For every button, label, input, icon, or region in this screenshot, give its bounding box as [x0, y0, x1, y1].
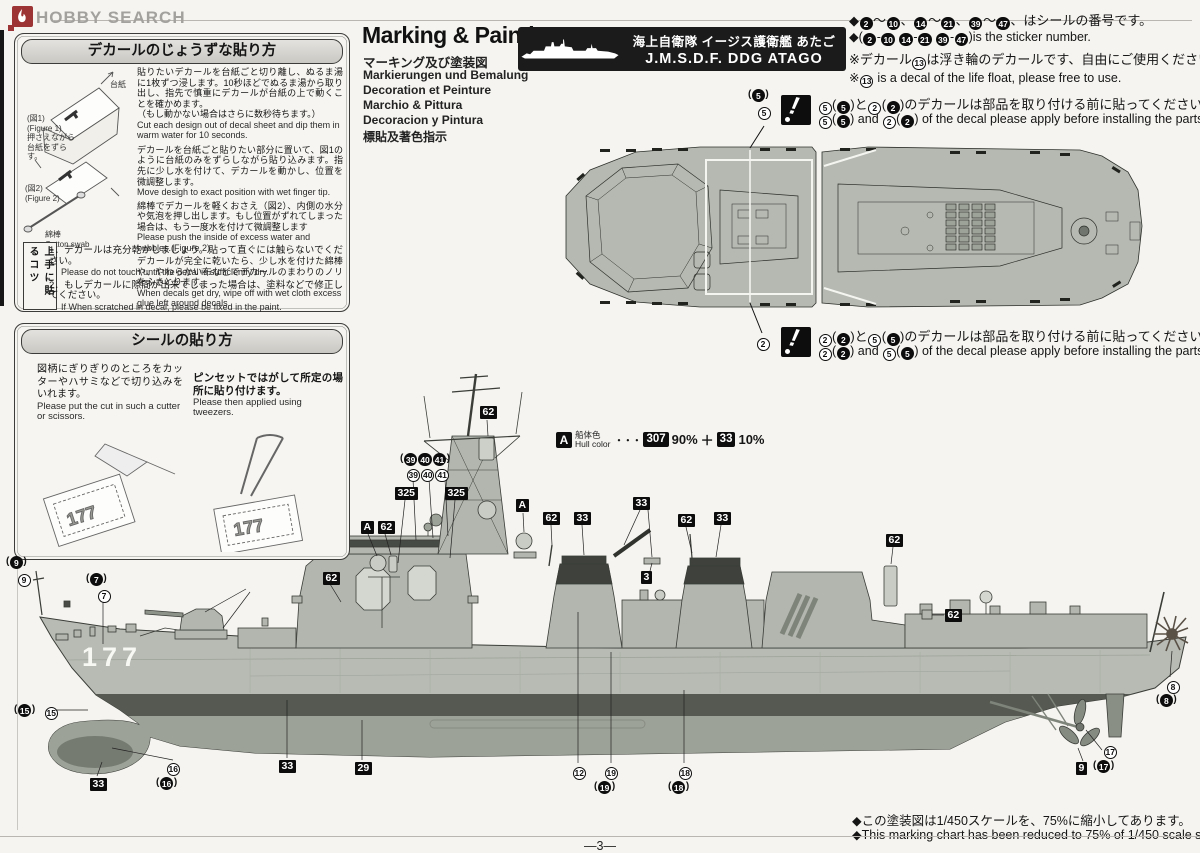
superstructure [32, 373, 1189, 747]
lifefloat-note-en: ※13 is a decal of the life float, please… [849, 71, 1122, 88]
subtitle-jp: マーキング及び塗装図 [363, 56, 488, 70]
kit-name-banner: 海上自衛隊 イージス護衛艦 あたご J.M.S.D.F. DDG ATAGO [518, 27, 846, 71]
scale-note-en: ◆This marking chart has been reduced to … [852, 828, 1200, 842]
subtitle-de: Markierungen und Bemalung [363, 68, 529, 82]
page-number: ―3― [584, 839, 616, 853]
sticker-howto-box: シールの貼り方 図柄にぎりぎりのところをカッターやハサミなどで切り込みをいれます… [14, 323, 350, 560]
destroyer-silhouette-icon [521, 39, 619, 59]
decal-para4-jp: デカールが完全に乾いたら、少し水を付けた綿棒や、やわらかい布などでデカールのまわ… [137, 256, 343, 288]
banner-line2-en: J.M.S.D.F. DDG ATAGO [645, 51, 823, 67]
figure2-label: (図2)(Figure 2) [25, 184, 60, 203]
banner-line1-jp: 海上自衛隊 イージス護衛艦 あたご [632, 35, 836, 49]
deck-plan [565, 146, 1143, 308]
decal-figures [23, 71, 120, 233]
deck-walkway-dashes [575, 148, 1122, 306]
legend-dots: ・・・ [613, 434, 642, 447]
deck-white-outline [705, 149, 877, 305]
sticker-figures: 177 177 [42, 434, 304, 552]
leader-lines [57, 419, 1173, 777]
decal-para1-en: Cut each design out of decal sheet and d… [137, 119, 340, 141]
subtitle-zh: 標貼及著色指示 [363, 130, 448, 144]
naval-ensign-icon [1154, 615, 1189, 652]
paint-chip-33: 33 [716, 432, 736, 447]
subtitle-fr: Decoration et Peinture [363, 83, 492, 97]
daishi-label: 台紙 [110, 80, 126, 89]
decal-para1-jp2: （もし動かない場合はさらに数秒待ちます。） [137, 109, 321, 120]
sticker-left-en: Please put the cut in such a cutter or s… [37, 400, 181, 422]
bottom-rule [0, 836, 1200, 837]
scan-edge-bar [0, 30, 4, 306]
note-connector-lines [749, 125, 765, 334]
deck-vls-grid [945, 203, 996, 251]
color-a-chip: A [556, 431, 572, 448]
figure1-label: (図1)(Figure 1) 押さえながら台紙をずらす。 [27, 114, 75, 161]
page-fold-line [17, 558, 18, 830]
decal-box-text: 貼りたいデカールを台紙ごと切り離し、ぬるま湯に1枚ずつ浸します。10秒ほどでぬる… [137, 67, 343, 309]
tip2-en: If When scratched in decal, please be fi… [61, 301, 282, 312]
sticker-box-title: シールの貼り方 [21, 329, 343, 354]
sticker-left-text: 図柄にぎりぎりのところをカッターやハサミなどで切り込みをいれます。 Please… [37, 364, 183, 422]
hobbysearch-logo [8, 6, 36, 32]
decal-para2-jp: デカールを台紙ごと貼りたい部分に置いて、図1のように台紙のみをずらしながら貼り込… [137, 144, 343, 187]
exclamation-icon: ! [781, 327, 811, 357]
sticker-number-note-jp: ◆2〜10、14〜21、39〜47、はシールの番号です。 [849, 13, 1153, 30]
decal-para1-jp: 貼りたいデカールを台紙ごと切り離し、ぬるま湯に1枚ずつ浸します。10秒ほどでぬる… [137, 67, 343, 109]
decal-para2-en: Move desigh to exact position with wet f… [137, 187, 331, 198]
decal-para4-en: When decals get dry, wipe off with wet c… [137, 287, 342, 309]
sticker-right-en: Please then applied using tweezers. [193, 397, 302, 419]
deck-plan-details [585, 163, 1141, 293]
hull-number: 177 [82, 642, 142, 672]
decal-tips: 1．デカールは充分乾かしましょう。貼って直ぐには触らないでください。 Pleas… [49, 245, 343, 312]
paint-pct-90: 90% [671, 432, 698, 447]
apply-before-note-b-en: 2(2) and 5(5) of the decal please apply … [818, 344, 1200, 361]
subtitle-es: Decoracion y Pintura [363, 113, 484, 127]
decal-para3-en: Please push the inside of excess water a… [137, 232, 311, 253]
scale-note-jp: ◆この塗装図は1/450スケールを、75%に縮小してあります。 [852, 814, 1191, 828]
top-rule [54, 20, 1192, 21]
tip1-en: Please do not touch until the decal is s… [61, 267, 269, 278]
exclamation-icon: ! [781, 95, 811, 125]
sticker-number-note-en: ◆(2-10 14-21 39-47)is the sticker number… [849, 30, 1091, 46]
plus-sign: ＋ [700, 433, 714, 448]
paint-pct-10: 10% [738, 432, 765, 447]
decal-box-title: デカールのじょうずな貼り方 [21, 39, 343, 64]
brand-text: HOBBY SEARCH [36, 8, 186, 27]
tip1-jp: 1．デカールは充分乾かしましょう。貼って直ぐには触らないでください。 [49, 245, 343, 267]
tip2-jp: 2．もしデカールに隙間が出来てしまった場合は、塗料などで修正してください。 [49, 279, 343, 302]
decal-howto-box: デカールのじょうずな貼り方 (図1)(Figure 1) 押さえながら台紙をずら… [14, 33, 350, 312]
sticker-left-jp: 図柄にぎりぎりのところをカッターやハサミなどで切り込みをいれます。 [37, 364, 183, 400]
sticker-right-text: ピンセットではがして所定の場所に貼り付けます。 Please then appl… [193, 372, 343, 419]
paint-chip-307: 307 [643, 432, 669, 447]
subtitle-it: Marchio & Pittura [363, 98, 463, 112]
sticker-right-jp: ピンセットではがして所定の場所に貼り付けます。 [193, 372, 343, 397]
decal-para3-jp: 綿棒でデカールを軽くおさえ（図2）、内側の水分や気泡を押し出します。もし位置がず… [137, 200, 343, 232]
flame-icon [8, 6, 33, 31]
apply-before-note-a-en: 5(5) and 2(2) of the decal please apply … [818, 112, 1200, 129]
tips-vertical-label: 上手に貼るコツ [23, 242, 57, 310]
